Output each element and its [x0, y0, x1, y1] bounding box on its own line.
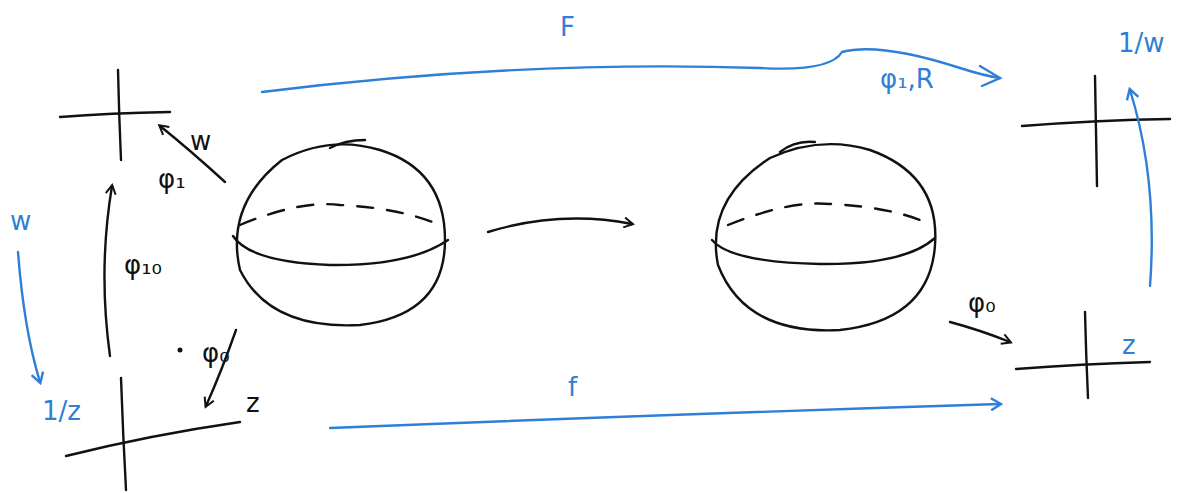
coordinate-expression: 1/w: [1118, 30, 1165, 56]
axis: [121, 378, 126, 490]
map-name: f: [568, 374, 577, 400]
chart-arrow: [950, 322, 1010, 342]
coordinate-name: w: [190, 128, 211, 154]
axis: [118, 70, 121, 160]
axis: [60, 112, 170, 117]
coordinate-expression: 1/z: [42, 398, 81, 424]
equator-back: [240, 204, 440, 225]
axis: [66, 422, 240, 456]
equator-front: [712, 238, 935, 264]
base-point: [178, 348, 183, 353]
sphere: [237, 144, 445, 325]
equator-front: [233, 236, 448, 265]
transition-arrow: [104, 186, 112, 356]
sphere-cap: [330, 140, 365, 148]
sphere-cap: [780, 142, 815, 152]
arrow-head: [980, 66, 1000, 86]
transition-arrow: [1130, 90, 1152, 286]
coordinate-name: z: [1122, 332, 1136, 358]
sphere: [716, 144, 936, 330]
axis: [1095, 76, 1097, 186]
chart-name: φ₁: [158, 166, 186, 192]
transition-arrow: [18, 252, 40, 382]
coordinate-name: z: [246, 390, 260, 416]
axis: [1022, 119, 1170, 126]
chart-name: φ₀: [202, 340, 230, 366]
map-F: [262, 49, 1000, 92]
coordinate-name: w: [10, 208, 31, 234]
equator-back: [728, 203, 925, 225]
axis: [1085, 312, 1088, 398]
chart-name: φ₀: [968, 290, 996, 316]
map-f: [330, 404, 1000, 428]
map-arrow: [488, 219, 632, 232]
transition-name: φ₁₀: [124, 252, 162, 278]
chart-name: φ₁,R: [880, 66, 934, 92]
axis: [1016, 362, 1150, 369]
map-name: F: [560, 14, 575, 40]
